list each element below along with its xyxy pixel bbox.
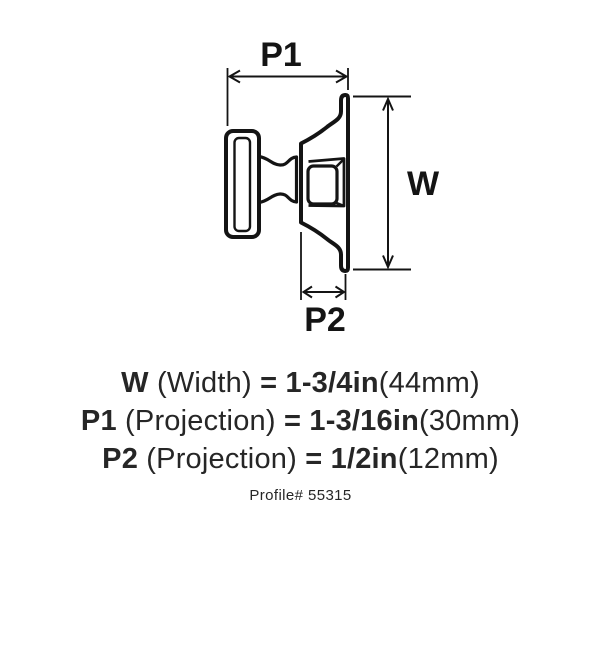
spec-value-imperial: 1-3/16in (309, 405, 419, 437)
spec-line-projection-2: P2 (Projection) = 1/2in(12mm) (0, 440, 601, 478)
dimension-specs: W (Width) = 1-3/4in(44mm) P1 (Projection… (0, 364, 601, 478)
spec-equals: = (305, 443, 323, 475)
spec-value-metric: (30mm) (419, 405, 521, 437)
spec-equals: = (260, 367, 278, 399)
w-arrowhead-top-icon (382, 96, 394, 111)
spec-value-metric: (12mm) (397, 443, 499, 475)
spec-name: (Projection) (125, 405, 276, 437)
p2-arrowhead-left-icon (301, 285, 313, 299)
spec-line-projection-1: P1 (Projection) = 1-3/16in(30mm) (0, 402, 601, 440)
spec-code: W (121, 367, 149, 399)
knob-dimension-diagram: P1 W P2 (224, 36, 440, 339)
p1-arrowhead-right-icon (335, 69, 349, 84)
p2-dimension-label: P2 (304, 301, 346, 339)
knob-drawing: P1 W P2 (224, 36, 440, 339)
spec-value-imperial: 1-3/4in (285, 367, 379, 399)
spec-code: P1 (80, 405, 117, 437)
spec-value-imperial: 1/2in (330, 443, 398, 475)
spec-value-metric: (44mm) (378, 367, 480, 399)
w-dimension-label: W (407, 165, 440, 203)
spec-name: (Width) (156, 367, 252, 399)
knob-neck (258, 154, 299, 205)
spec-name: (Projection) (146, 443, 297, 475)
p2-arrowhead-right-icon (334, 285, 346, 299)
knob-head (224, 129, 261, 239)
w-arrowhead-bottom-icon (382, 255, 394, 270)
spec-code: P2 (102, 443, 139, 475)
profile-number: Profile# 55315 (249, 487, 352, 504)
spec-line-width: W (Width) = 1-3/4in(44mm) (0, 364, 601, 402)
knob-head-face-line (233, 136, 252, 233)
spec-equals: = (283, 405, 302, 437)
p1-dimension-label: P1 (260, 36, 302, 74)
knob-base-face (306, 164, 339, 206)
p1-arrowhead-left-icon (227, 69, 241, 84)
knob-base-bevel-diagonal-top (335, 158, 345, 168)
